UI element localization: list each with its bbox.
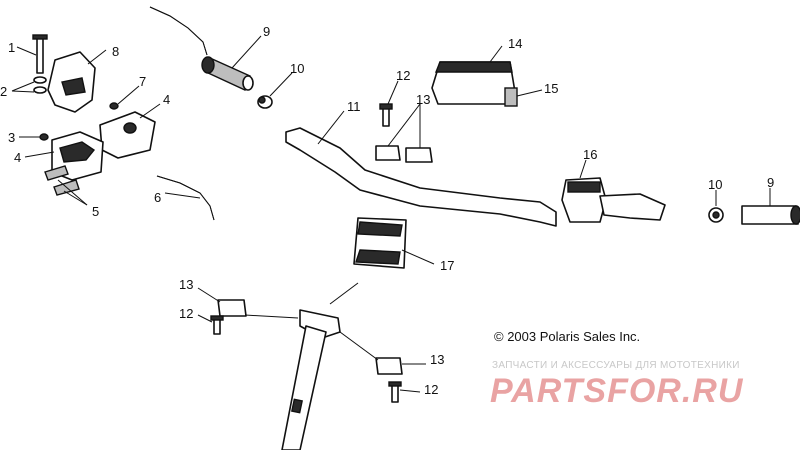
copyright-notice: © 2003 Polaris Sales Inc. [494,329,640,344]
washers [33,76,47,94]
callout-11: 11 [347,99,361,114]
right-grip [741,205,800,225]
clamp-caps-top [375,145,433,163]
callout-4-right: 4 [163,92,170,107]
callout-4-left: 4 [14,150,21,165]
handlebar [285,127,557,227]
callout-12-left: 12 [179,306,193,321]
clamp-bolt-right [388,381,402,403]
callout-9-left: 9 [263,24,270,39]
left-bar-end [257,95,273,109]
clamp-bolt-left [210,315,224,335]
right-bar-end [708,207,724,223]
watermark-tagline: ЗАПЧАСТИ И АКСЕССУАРЫ ДЛЯ МОТОТЕХНИКИ [492,360,740,371]
screw-small [109,102,119,110]
callout-5: 5 [92,204,99,219]
watermark-brand: PARTSFOR.RU [490,372,744,410]
callout-17: 17 [440,258,454,273]
brake-master-cylinder [561,177,666,223]
callout-12-right: 12 [424,382,438,397]
clamp-bolt-top [379,103,393,127]
leader-lines [11,35,771,393]
clamp-upper [99,111,156,159]
callout-13-left: 13 [179,277,193,292]
callout-9-right: 9 [767,175,774,190]
handlebar-pad [431,61,518,107]
throttle-cable [156,175,215,221]
callout-7: 7 [139,74,146,89]
clamp-cap-left [217,299,247,317]
screw-lower [39,133,49,141]
callout-1: 1 [8,40,15,55]
lever-bracket [47,51,96,113]
callout-13-right: 13 [430,352,444,367]
callout-10-left: 10 [290,61,304,76]
clamp-cap-right [375,357,403,375]
callout-14: 14 [508,36,522,51]
callout-12-top: 12 [396,68,410,83]
pin [32,34,48,74]
callout-15: 15 [544,81,558,96]
center-pad [353,217,407,269]
callout-13-top: 13 [416,92,430,107]
callout-6: 6 [154,190,161,205]
callout-16: 16 [583,147,597,162]
callout-2: 2 [0,84,7,99]
callout-labels: 1 2 3 4 4 5 6 7 8 9 9 10 10 11 12 12 12 … [0,24,774,397]
left-grip [201,56,254,91]
callout-3: 3 [8,130,15,145]
steering-post [281,309,341,450]
callout-8: 8 [112,44,119,59]
callout-10-right: 10 [708,177,722,192]
throttle-cable-top [149,6,208,56]
